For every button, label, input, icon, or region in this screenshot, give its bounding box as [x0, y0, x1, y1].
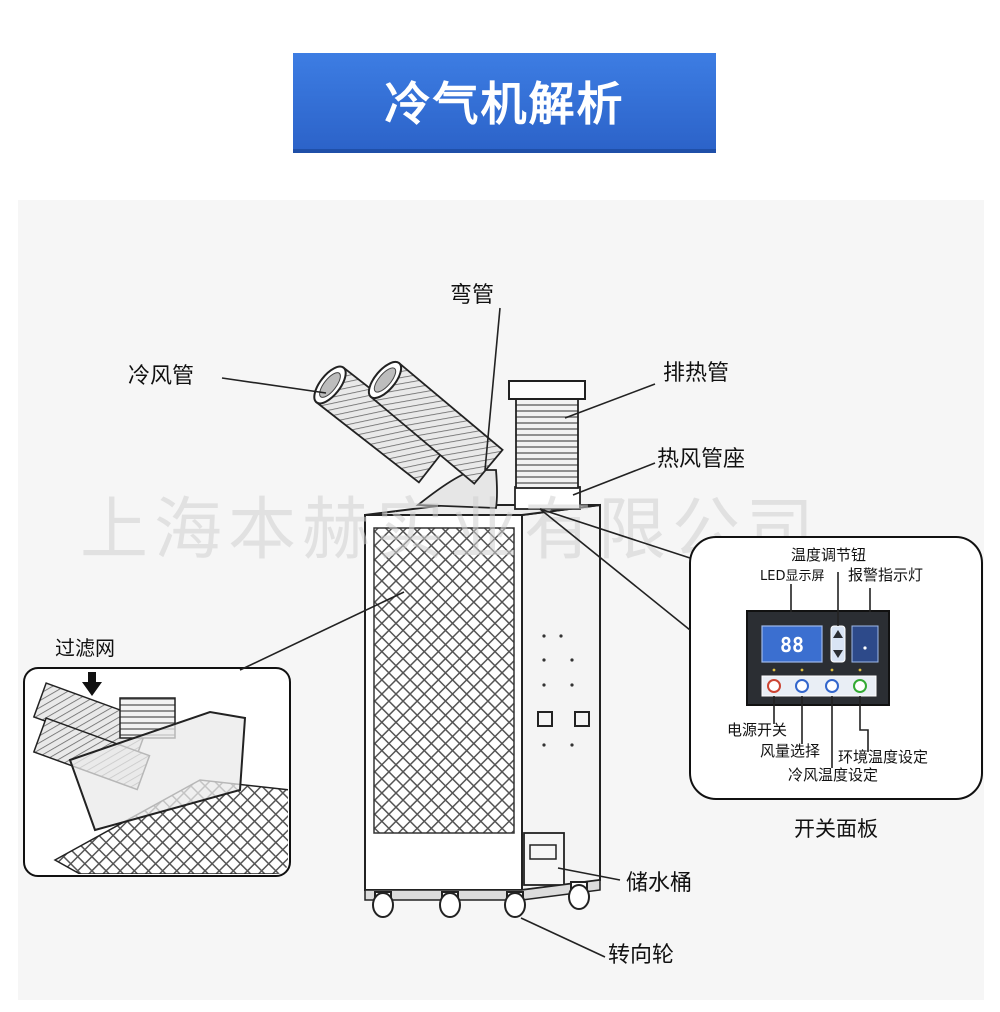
side-screws: [542, 634, 574, 747]
label-cold-air-pipe: 冷风管: [128, 364, 194, 389]
label-led-screen: LED显示屏: [760, 569, 824, 584]
water-tank-handle: [529, 844, 557, 860]
unit-base: [364, 879, 601, 901]
led-display-screen: [761, 625, 823, 663]
cold-air-pipe-right: [367, 360, 504, 485]
cold-air-hoses: [313, 360, 504, 509]
filter-inset: [23, 667, 291, 877]
temp-up-icon: [833, 630, 843, 638]
label-env-temp: 环境温度设定: [838, 748, 928, 766]
title-banner: 冷气机解析: [293, 53, 716, 153]
side-handle-right: [574, 711, 590, 727]
alarm-dot-icon: [863, 646, 867, 650]
label-temp-button: 温度调节钮: [791, 546, 866, 564]
label-hot-air-pipe-seat: 热风管座: [657, 447, 745, 472]
label-caster: 转向轮: [608, 943, 674, 968]
exhaust-pipe: [515, 395, 579, 489]
label-cold-temp: 冷风温度设定: [788, 766, 878, 784]
alarm-indicator-light: [851, 625, 879, 663]
led-display-value: 88: [780, 633, 804, 657]
filter-screen: [68, 710, 247, 832]
env-temp-button[interactable]: [853, 679, 867, 693]
exhaust-pipe-assembly: [508, 380, 586, 510]
temp-down-icon: [833, 650, 843, 658]
label-power-switch: 电源开关: [727, 721, 787, 739]
control-panel-inset: 88: [689, 536, 983, 800]
side-handle-left: [537, 711, 553, 727]
label-fan-select: 风量选择: [760, 742, 820, 760]
label-filter: 过滤网: [55, 636, 115, 660]
button-indicator-dots: [772, 668, 862, 672]
leader-lines: [221, 307, 871, 958]
control-panel-caption: 开关面板: [794, 817, 878, 841]
up-arrow-icon: [82, 672, 102, 696]
label-water-tank: 储水桶: [626, 871, 692, 896]
label-alarm-light: 报警指示灯: [848, 566, 923, 584]
caster-wheels: [372, 881, 590, 918]
label-bend-pipe: 弯管: [450, 283, 494, 308]
fan-speed-button[interactable]: [795, 679, 809, 693]
cold-temp-button[interactable]: [825, 679, 839, 693]
label-exhaust-pipe: 排热管: [663, 361, 729, 386]
page-title: 冷气机解析: [384, 77, 625, 131]
exhaust-pipe-cap: [508, 380, 586, 400]
front-grille: [373, 527, 515, 834]
air-cooler-unit: [364, 503, 601, 918]
power-switch-button[interactable]: [767, 679, 781, 693]
control-button-strip: [761, 675, 877, 697]
